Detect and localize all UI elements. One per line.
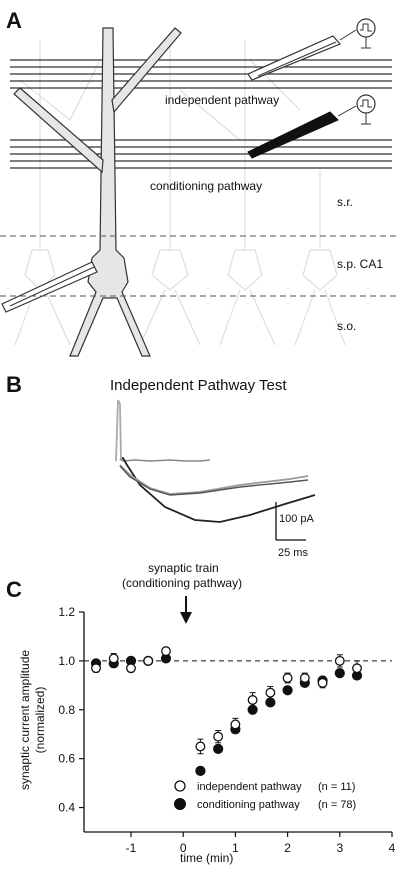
trace-independent-after bbox=[119, 465, 309, 496]
layer-label-so: s.o. bbox=[337, 319, 356, 333]
data-point-independent bbox=[126, 663, 136, 674]
legend-marker-independent bbox=[174, 780, 186, 792]
x-tick-label: 2 bbox=[284, 841, 291, 855]
panel-c-letter: C bbox=[6, 577, 22, 602]
trace-baseline bbox=[121, 459, 211, 462]
x-tick-label: -1 bbox=[126, 841, 137, 855]
data-point-independent bbox=[108, 653, 119, 664]
data-point-independent bbox=[213, 731, 224, 742]
data-point-conditioning bbox=[334, 668, 345, 679]
stimulating-electrode-conditioning bbox=[247, 94, 376, 159]
data-point-conditioning bbox=[195, 765, 206, 776]
data-point-independent bbox=[91, 663, 101, 674]
data-point-independent bbox=[143, 655, 154, 666]
layer-label-sp: s.p. CA1 bbox=[337, 257, 383, 271]
current-traces bbox=[115, 399, 316, 523]
x-tick-label: 0 bbox=[180, 841, 187, 855]
data-point-conditioning bbox=[213, 743, 224, 754]
recording-electrode bbox=[1, 261, 98, 313]
legend-label-independent: independent pathway bbox=[197, 781, 302, 793]
synaptic-train-arrow bbox=[180, 596, 192, 624]
x-tick-label: 1 bbox=[232, 841, 239, 855]
layer-label-sr: s.r. bbox=[337, 195, 353, 209]
legend: independent pathway (n = 11) conditionin… bbox=[174, 780, 356, 811]
y-tick-label: 0.6 bbox=[58, 752, 75, 766]
y-axis-label-line-2: (normalized) bbox=[33, 687, 47, 754]
data-point-independent bbox=[230, 719, 241, 730]
legend-marker-conditioning bbox=[174, 798, 186, 810]
panel-b-title: Independent Pathway Test bbox=[110, 377, 287, 394]
fiber-bundle-independent bbox=[10, 59, 392, 89]
x-tick-label: 3 bbox=[336, 841, 343, 855]
trace-conditioning bbox=[119, 456, 316, 523]
arrow-label-line-2: (conditioning pathway) bbox=[122, 576, 242, 590]
stimulator-icon bbox=[356, 18, 376, 38]
data-point-conditioning bbox=[282, 685, 293, 696]
panel-a-letter: A bbox=[6, 8, 22, 33]
arrow-label-line-1: synaptic train bbox=[148, 561, 219, 575]
y-axis-label-line-1: synaptic current amplitude bbox=[18, 650, 32, 790]
y-tick-label: 1.0 bbox=[58, 654, 75, 668]
conditioning-pathway-label: conditioning pathway bbox=[150, 179, 262, 193]
stimulus-artifact bbox=[115, 399, 122, 462]
y-tick-label: 0.8 bbox=[58, 703, 75, 717]
y-tick-label: 1.2 bbox=[58, 605, 75, 619]
data-point-independent bbox=[282, 673, 293, 683]
stimulating-electrode-independent bbox=[247, 18, 376, 81]
data-point-independent bbox=[352, 663, 362, 674]
scale-bar bbox=[275, 502, 306, 541]
scale-time-label: 25 ms bbox=[278, 547, 308, 559]
independent-pathway-label: independent pathway bbox=[165, 93, 279, 107]
legend-label-conditioning: conditioning pathway bbox=[197, 799, 300, 811]
trace-independent-before bbox=[119, 464, 309, 495]
data-point-independent bbox=[299, 673, 310, 683]
data-point-independent bbox=[265, 687, 276, 698]
data-point-independent bbox=[247, 695, 258, 705]
panel-b-letter: B bbox=[6, 372, 22, 397]
x-tick-label: 4 bbox=[389, 841, 396, 855]
fiber-bundle-conditioning bbox=[10, 139, 392, 169]
data-point-independent bbox=[317, 677, 328, 688]
data-point-independent bbox=[334, 655, 345, 666]
legend-n-independent: (n = 11) bbox=[318, 781, 355, 793]
x-axis-label: time (min) bbox=[180, 851, 233, 865]
stimulator-icon bbox=[356, 94, 376, 114]
scatter-chart: 0.4 0.6 0.8 1.0 1.2 -1 0 1 2 3 4 bbox=[58, 605, 395, 855]
legend-n-conditioning: (n = 78) bbox=[318, 799, 356, 811]
data-point-independent bbox=[195, 741, 206, 752]
data-point-independent bbox=[161, 646, 171, 657]
scale-current-label: 100 pA bbox=[279, 513, 315, 525]
y-tick-label: 0.4 bbox=[58, 801, 75, 815]
